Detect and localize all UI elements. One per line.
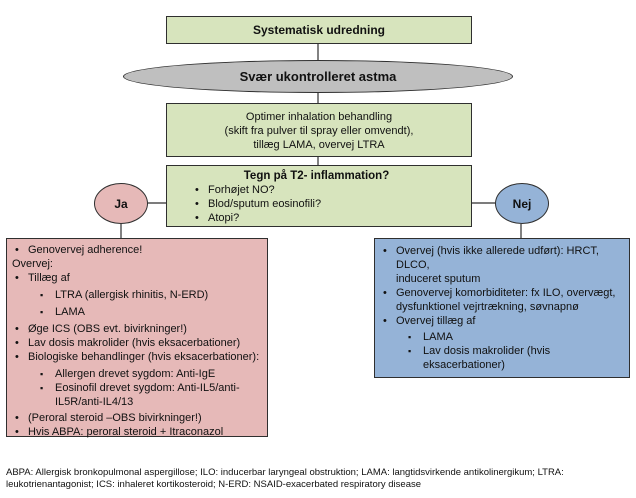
nej-list: Overvej (hvis ikke allerede udført): HRC… (380, 244, 623, 328)
nej-item-hrct: Overvej (hvis ikke allerede udført): HRC… (380, 244, 623, 286)
ja-list-top: Genovervej adherence! (12, 243, 261, 257)
ja-item-peroral: (Peroral steroid –OBS bivirkninger!) (12, 411, 261, 425)
optimize-box: Optimer inhalation behandling (skift fra… (166, 103, 472, 157)
optimize-line-2: (skift fra pulver til spray eller omvend… (224, 125, 414, 137)
t2-list: Forhøjet NO? Blod/sputum eosinofili? Ato… (192, 183, 465, 225)
nej-item-komorbiditeter: Genovervej komorbiditeter: fx ILO, overv… (380, 286, 623, 314)
ja-sublist-tillaeg: LTRA (allergisk rhinitis, N-ERD) LAMA (12, 288, 261, 319)
nej-node: Nej (495, 183, 549, 224)
ja-node: Ja (94, 183, 148, 224)
ja-list-main: Tillæg af (12, 271, 261, 285)
ja-list-mid: Øge ICS (OBS evt. bivirkninger!) Lav dos… (12, 322, 261, 364)
footnote-line-1: ABPA: Allergisk bronkopulmonal aspergill… (6, 467, 564, 478)
ja-sublist-biologiske: Allergen drevet sygdom: Anti-IgE Eosinof… (12, 367, 261, 409)
ja-item-biologiske: Biologiske behandlinger (hvis eksacerbat… (12, 350, 261, 364)
title-box: Systematisk udredning (166, 16, 472, 44)
nej-sublist: LAMA Lav dosis makrolider (hvis eksacerb… (380, 330, 623, 372)
ellipse-node: Svær ukontrolleret astma (123, 60, 513, 93)
nej-subitem-makrolider: Lav dosis makrolider (hvis eksacerbation… (406, 344, 623, 372)
nej-label: Nej (512, 196, 532, 211)
ja-overvej-label: Overvej: (12, 258, 53, 270)
nej-recommendations-box: Overvej (hvis ikke allerede udført): HRC… (374, 238, 630, 378)
ja-subitem-ltra: LTRA (allergisk rhinitis, N-ERD) (38, 288, 261, 302)
nej-item-tillaeg: Overvej tillæg af (380, 314, 623, 328)
ja-list-bottom: (Peroral steroid –OBS bivirkninger!) Hvi… (12, 411, 261, 439)
ja-subitem-eosinofil-line2: IL5R/anti-IL4/13 (55, 396, 134, 408)
ja-subitem-lama: LAMA (38, 305, 261, 319)
nej-subitem-makrolider-line1: Lav dosis makrolider (hvis (423, 345, 551, 357)
nej-subitem-lama: LAMA (406, 330, 623, 344)
t2-box: Tegn på T2- inflammation? Forhøjet NO? B… (166, 165, 472, 227)
footnote-line-2: leukotrienantagonist; ICS: inhaleret kor… (6, 479, 422, 490)
t2-item: Forhøjet NO? (192, 183, 465, 197)
nej-item-komorbiditeter-line2: dysfunktionel vejrtrækning, søvnapnø (396, 301, 579, 313)
ellipse-label: Svær ukontrolleret astma (239, 69, 397, 84)
footnote: ABPA: Allergisk bronkopulmonal aspergill… (6, 467, 632, 491)
ja-subitem-eosinofil-line1: Eosinofil drevet sygdom: Anti-IL5/anti- (55, 382, 240, 394)
t2-item: Atopi? (192, 211, 465, 225)
optimize-line-1: Optimer inhalation behandling (245, 111, 393, 123)
t2-item: Blod/sputum eosinofili? (192, 197, 465, 211)
nej-item-hrct-line1: Overvej (hvis ikke allerede udført): HRC… (396, 245, 599, 271)
ja-label: Ja (114, 196, 128, 211)
title-box-label: Systematisk udredning (252, 23, 386, 37)
ja-recommendations-box: Genovervej adherence! Overvej: Tillæg af… (6, 238, 268, 439)
ja-item-ics: Øge ICS (OBS evt. bivirkninger!) (12, 322, 261, 336)
ja-item-adherence: Genovervej adherence! (12, 243, 261, 257)
nej-item-komorbiditeter-line1: Genovervej komorbiditeter: fx ILO, overv… (396, 287, 616, 299)
nej-item-hrct-line2: induceret sputum (396, 273, 481, 285)
ja-item-makrolider: Lav dosis makrolider (hvis eksacerbation… (12, 336, 261, 350)
t2-title: Tegn på T2- inflammation? (243, 170, 390, 182)
ja-item-tillaeg: Tillæg af (12, 271, 261, 285)
ja-subitem-eosinofil: Eosinofil drevet sygdom: Anti-IL5/anti- … (38, 381, 261, 409)
ja-subitem-allergen: Allergen drevet sygdom: Anti-IgE (38, 367, 261, 381)
optimize-line-3: tillæg LAMA, overvej LTRA (253, 139, 385, 151)
nej-subitem-makrolider-line2: eksacerbationer) (423, 359, 505, 371)
ja-item-abpa: Hvis ABPA: peroral steroid + Itraconazol (12, 425, 261, 439)
